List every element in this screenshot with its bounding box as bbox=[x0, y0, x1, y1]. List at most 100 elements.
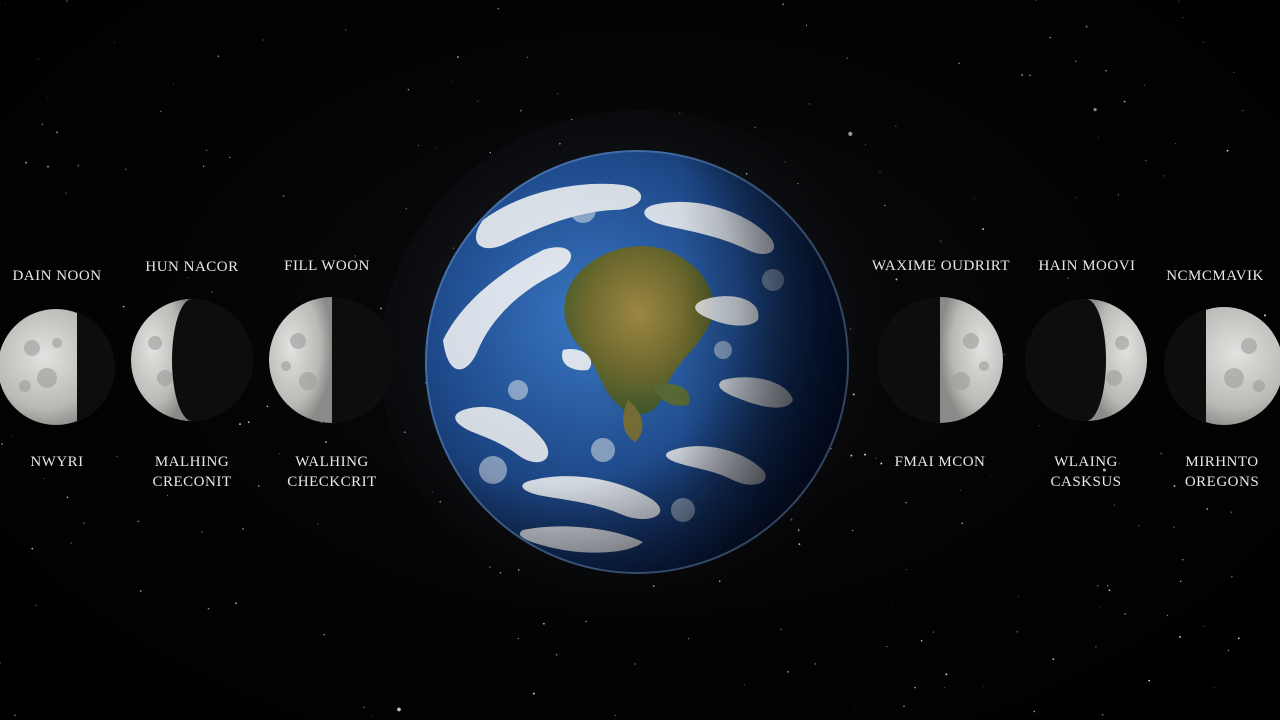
star bbox=[808, 103, 811, 105]
star bbox=[852, 393, 855, 396]
star bbox=[46, 97, 48, 99]
star bbox=[982, 228, 985, 231]
star bbox=[371, 715, 373, 717]
star bbox=[678, 112, 681, 114]
star bbox=[973, 197, 975, 199]
star bbox=[266, 405, 269, 408]
star bbox=[1179, 635, 1181, 638]
star bbox=[895, 278, 898, 281]
star bbox=[1231, 575, 1233, 578]
star bbox=[1144, 159, 1147, 162]
star bbox=[914, 686, 916, 689]
moon-phase-6-icon bbox=[1164, 306, 1280, 426]
star bbox=[1160, 452, 1162, 455]
star bbox=[188, 277, 190, 279]
moon-label-top-3: FILL WOON bbox=[284, 258, 370, 274]
star bbox=[489, 152, 491, 154]
star bbox=[439, 501, 441, 503]
star bbox=[125, 168, 127, 170]
star bbox=[905, 501, 907, 504]
star bbox=[324, 441, 327, 444]
star bbox=[879, 170, 881, 172]
star bbox=[203, 165, 205, 167]
moon-label-top-5: HAIN MOOVI bbox=[1038, 258, 1136, 274]
star bbox=[570, 118, 573, 121]
star bbox=[892, 604, 894, 606]
star bbox=[848, 131, 853, 136]
star bbox=[1114, 504, 1116, 506]
star bbox=[1105, 70, 1107, 72]
star bbox=[1102, 468, 1106, 472]
star bbox=[852, 529, 854, 532]
star bbox=[499, 571, 502, 574]
star bbox=[83, 522, 85, 524]
star bbox=[1107, 584, 1109, 587]
star bbox=[526, 56, 529, 58]
star bbox=[854, 705, 856, 707]
star bbox=[37, 58, 39, 60]
star bbox=[1118, 463, 1121, 465]
star bbox=[745, 173, 748, 175]
star bbox=[780, 628, 782, 631]
star bbox=[14, 714, 16, 716]
star bbox=[1166, 614, 1168, 616]
star bbox=[354, 255, 356, 257]
star bbox=[160, 110, 162, 113]
star bbox=[1148, 679, 1151, 682]
star bbox=[1, 443, 3, 445]
star bbox=[1179, 580, 1182, 583]
star bbox=[814, 662, 817, 665]
moon-label-top-1: DAIN NOON bbox=[12, 268, 102, 284]
star bbox=[397, 707, 401, 712]
star bbox=[432, 491, 434, 493]
star bbox=[932, 631, 935, 633]
star bbox=[865, 144, 867, 146]
star bbox=[116, 455, 118, 458]
star bbox=[1237, 637, 1240, 640]
star bbox=[456, 56, 459, 58]
star bbox=[217, 55, 220, 57]
star bbox=[1067, 277, 1069, 279]
star bbox=[278, 452, 281, 455]
star bbox=[1076, 477, 1078, 479]
star bbox=[405, 208, 407, 210]
star bbox=[207, 607, 210, 610]
star bbox=[517, 569, 520, 571]
star bbox=[4, 3, 6, 5]
star bbox=[1182, 559, 1184, 561]
star bbox=[920, 639, 923, 642]
star bbox=[1052, 658, 1055, 660]
star bbox=[1124, 613, 1126, 615]
star bbox=[166, 494, 168, 496]
star bbox=[585, 620, 587, 623]
star bbox=[201, 531, 203, 533]
star bbox=[557, 93, 559, 95]
star bbox=[1162, 175, 1164, 177]
star bbox=[1003, 353, 1006, 356]
star bbox=[990, 475, 992, 477]
star bbox=[849, 328, 852, 330]
star bbox=[1227, 649, 1230, 652]
star bbox=[1085, 25, 1088, 28]
star bbox=[880, 462, 883, 465]
star bbox=[65, 0, 68, 3]
star bbox=[282, 195, 285, 197]
star bbox=[1033, 710, 1036, 713]
star bbox=[886, 645, 888, 648]
star bbox=[1097, 585, 1099, 587]
star bbox=[782, 3, 785, 6]
star bbox=[247, 421, 250, 424]
star bbox=[850, 454, 853, 457]
star bbox=[519, 109, 522, 112]
star bbox=[11, 435, 13, 437]
star bbox=[317, 523, 319, 525]
star bbox=[363, 706, 365, 708]
star bbox=[1095, 646, 1097, 648]
star bbox=[1016, 630, 1019, 633]
star bbox=[559, 143, 561, 145]
star bbox=[435, 148, 437, 150]
star bbox=[895, 125, 897, 127]
star bbox=[497, 8, 499, 10]
star bbox=[404, 431, 406, 433]
star bbox=[1035, 0, 1037, 1]
